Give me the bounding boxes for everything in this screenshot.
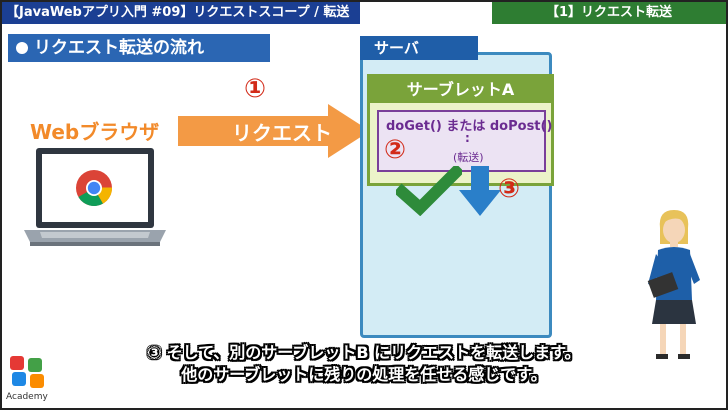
step-1-number: ① [244, 74, 267, 104]
method-forward-label: (転送) [453, 151, 484, 164]
academy-logo [10, 356, 44, 388]
checkmark-icon [396, 166, 462, 216]
request-arrow [178, 104, 370, 158]
subtitle: ③ そして、別のサーブレットB にリクエストを転送します。 他のサーブレットに残… [12, 342, 716, 386]
presenter-figure [647, 210, 700, 359]
method-ellipsis: : [465, 131, 470, 145]
header-chapter: 【1】リクエスト転送 [492, 2, 726, 24]
step-3-number: ③ [498, 174, 521, 204]
chrome-icon [76, 170, 113, 207]
browser-label: Webブラウザ [30, 120, 160, 144]
subtitle-line-1: ③ そして、別のサーブレットB にリクエストを転送します。 [147, 343, 581, 362]
section-title: リクエスト転送の流れ [8, 34, 270, 62]
section-title-text: リクエスト転送の流れ [34, 38, 204, 58]
method-text: doGet() または doPost() [386, 119, 553, 134]
header-title: 【JavaWebアプリ入門 #09】リクエストスコープ / 転送 [2, 2, 360, 24]
step-2-number: ② [384, 135, 407, 165]
bullet-icon [16, 42, 28, 54]
request-label: リクエスト [232, 121, 332, 145]
servlet-a-title: サーブレットA [370, 77, 551, 103]
server-label: サーバ [360, 36, 478, 60]
logo-text: Academy [6, 392, 48, 402]
down-arrow-icon [459, 166, 501, 216]
laptop-icon [24, 148, 166, 246]
subtitle-line-2: 他のサーブレットに残りの処理を任せる感じです。 [181, 365, 547, 384]
